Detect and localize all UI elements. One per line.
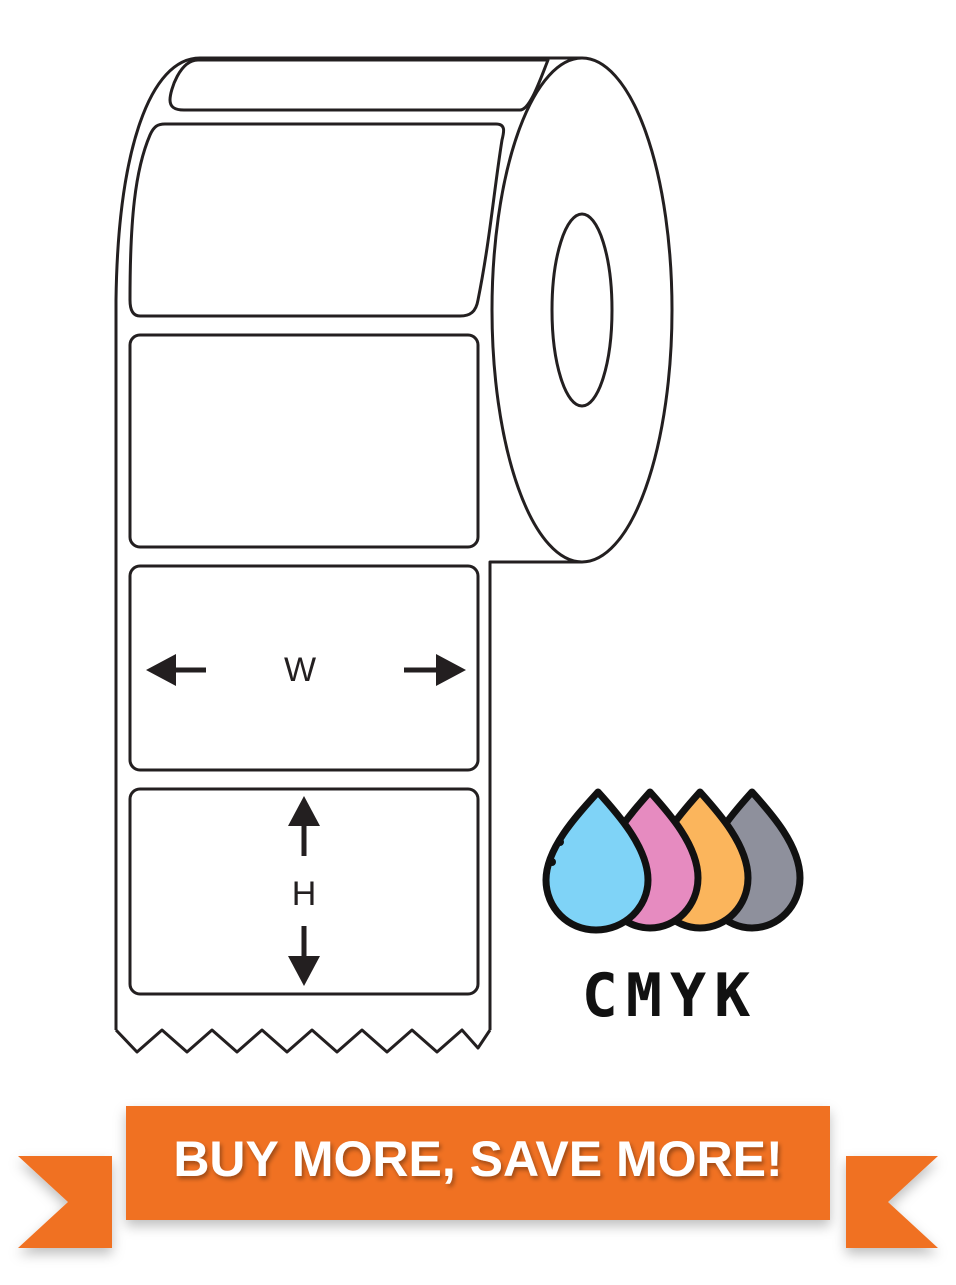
strip-label-3 [128,787,480,996]
roll-core-hole [550,212,614,408]
width-dimension: W [146,651,466,689]
arrow-left-icon [146,654,176,686]
promo-banner [18,1106,938,1248]
banner-left-tail [18,1156,112,1248]
banner-band [126,1106,830,1220]
arrow-up-icon [288,796,320,826]
label-roll [114,56,674,1054]
roll-body-outline [114,56,582,1030]
arrow-right-icon [436,654,466,686]
strip-label-2 [128,564,480,772]
banner-text: BUY MORE, SAVE MORE! [173,1131,782,1187]
height-dimension: H [288,796,320,986]
height-label: H [292,875,317,913]
cmyk-ink-logo [542,788,804,934]
roll-curved-label [128,122,506,318]
width-label: W [284,651,316,689]
strip-label-1 [128,333,480,549]
arrow-down-icon [288,956,320,986]
torn-edge [114,1028,492,1054]
cmyk-text: CMYK [582,961,759,1031]
roll-top-label [168,58,550,112]
banner-right-tail [846,1156,938,1248]
